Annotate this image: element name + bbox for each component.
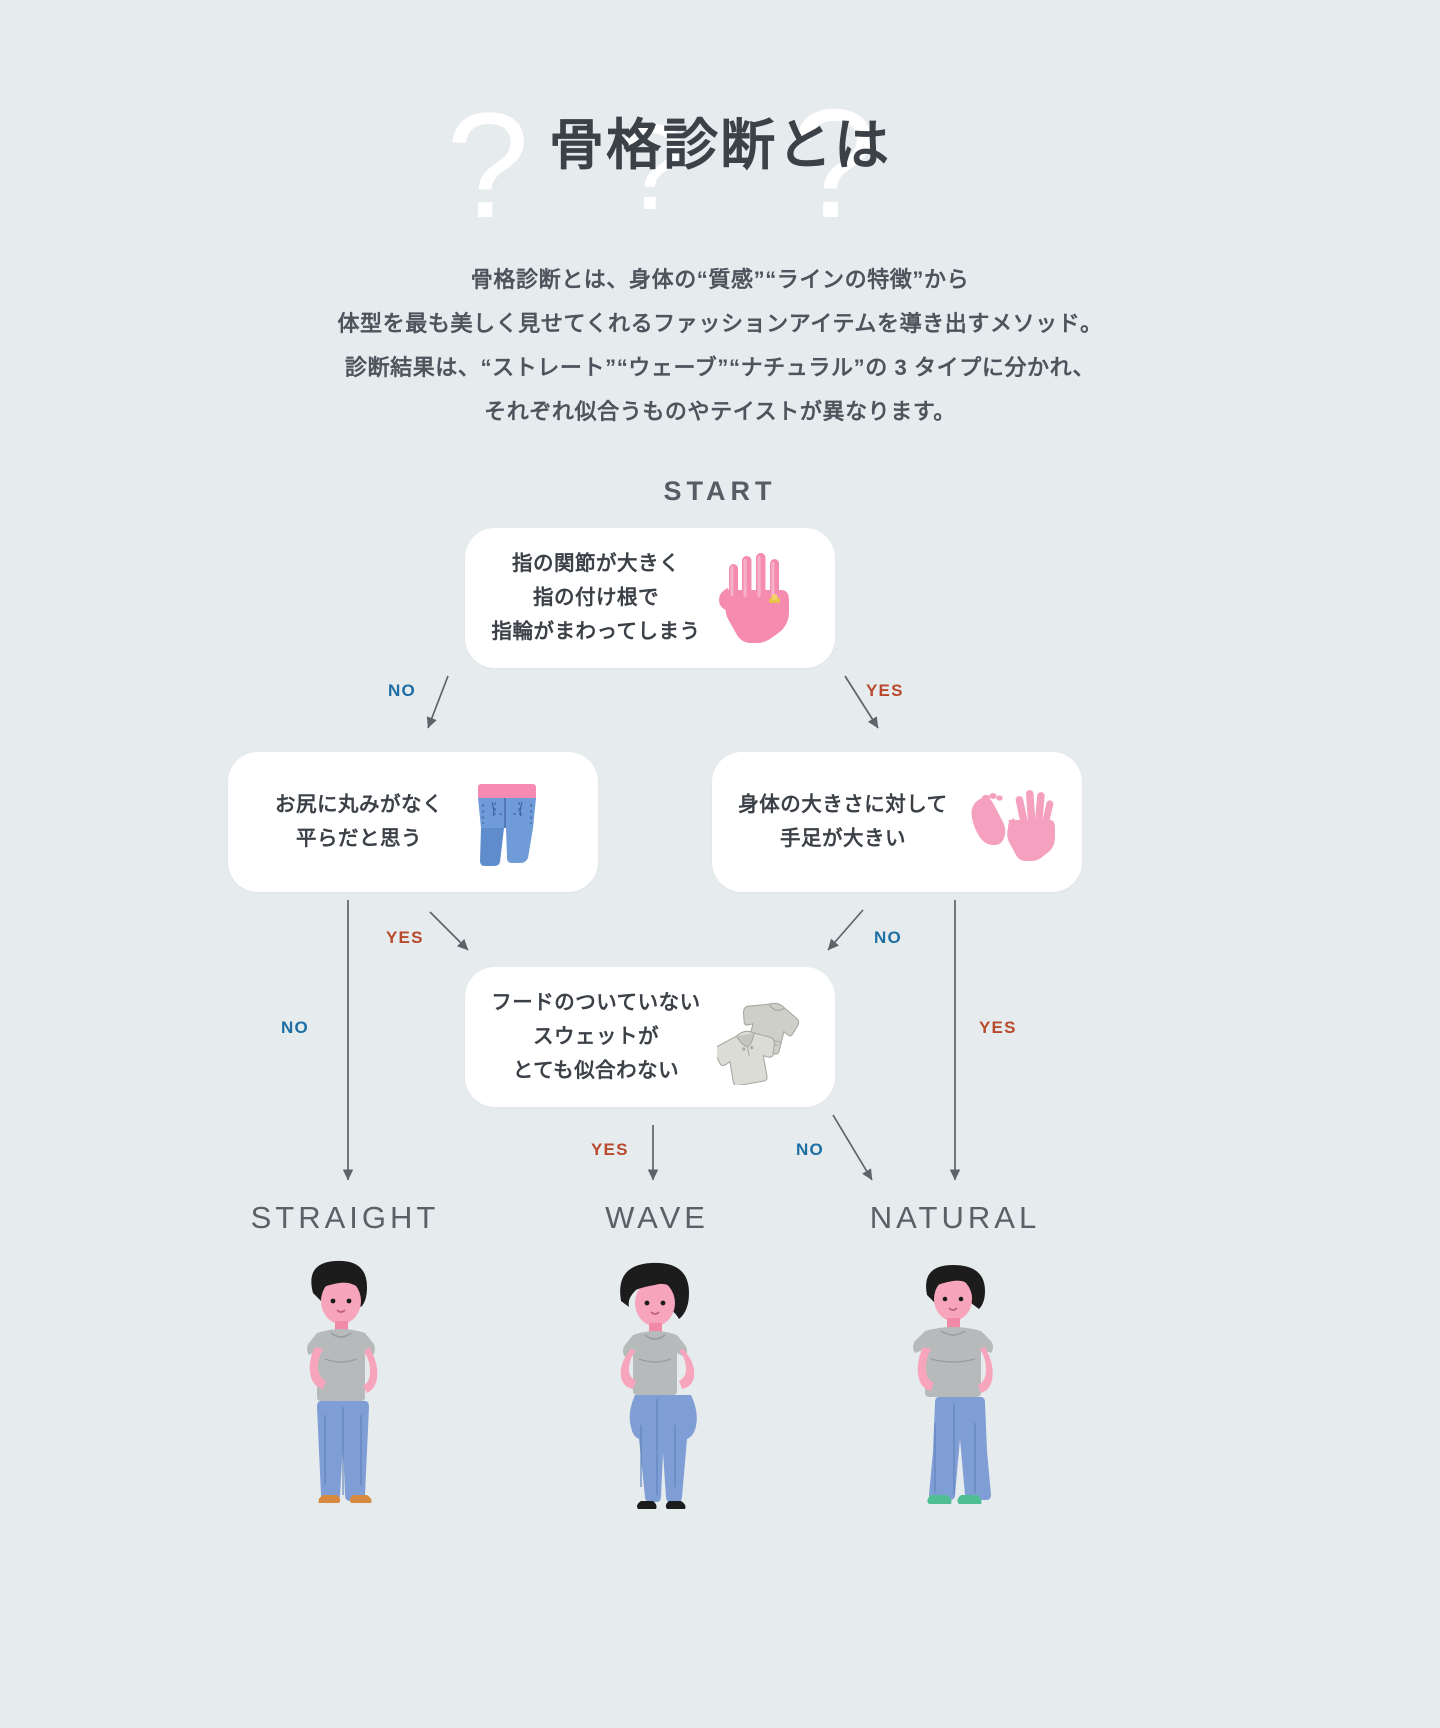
sweatshirt-icon <box>716 1002 799 1085</box>
woman-natural-figure <box>913 1265 993 1504</box>
question-card-text: 身体の大きさに対して 手足が大きい <box>738 793 948 850</box>
lead-line: それぞれ似合うものやテイストが異なります。 <box>484 399 956 424</box>
edge-label-start-no: NO <box>388 681 416 700</box>
edge-label-limb-no: NO <box>874 928 902 947</box>
result-label-natural: NATURAL <box>869 1200 1041 1235</box>
start-label: START <box>663 476 777 506</box>
lead-line: 体型を最も美しく見せてくれるファッションアイテムを導き出すメソッド。 <box>337 311 1103 336</box>
hand-with-ring-icon <box>719 553 790 643</box>
edge-label-limb-yes: YES <box>979 1018 1017 1037</box>
question-card-text: お尻に丸みがなく 平らだと思う <box>275 793 443 850</box>
page-header: ? ? ? 骨格診断とは <box>0 84 1440 241</box>
lead-line: 骨格診断とは、身体の“質感”“ラインの特徴”から <box>470 267 970 292</box>
edge-label-hip-yes: YES <box>386 928 424 947</box>
page-title: 骨格診断とは <box>548 114 891 176</box>
question-card-finger-joints[interactable]: 指の関節が大きく 指の付け根で 指輪がまわってしまう <box>465 528 835 668</box>
question-card-flat-hips[interactable]: お尻に丸みがなく 平らだと思う <box>228 752 598 892</box>
edge-label-hood-yes: YES <box>591 1140 629 1159</box>
lead-line: 診断結果は、“ストレート”“ウェーブ”“ナチュラル”の 3 タイプに分かれ、 <box>344 355 1096 380</box>
question-card-large-hands-feet[interactable]: 身体の大きさに対して 手足が大きい <box>712 752 1082 892</box>
edge-label-start-yes: YES <box>866 681 904 700</box>
question-card-hoodless-sweatshirt[interactable]: フードのついていない スウェットが とても似合わない <box>465 967 835 1107</box>
question-card-text: フードのついていない スウェットが とても似合わない <box>491 991 701 1082</box>
woman-wave-figure <box>620 1262 697 1509</box>
result-label-wave: WAVE <box>605 1200 709 1235</box>
woman-straight-figure <box>307 1260 378 1503</box>
edge-label-hip-no: NO <box>281 1018 309 1037</box>
jeans-icon <box>478 784 536 866</box>
result-label-straight: STRAIGHT <box>250 1200 440 1235</box>
edge-label-hood-no: NO <box>796 1140 824 1159</box>
question-card-text: 指の関節が大きく 指の付け根で 指輪がまわってしまう <box>491 552 701 643</box>
hand-and-foot-icon <box>971 789 1055 861</box>
lead-paragraph: 骨格診断とは、身体の“質感”“ラインの特徴”から 体型を最も美しく見せてくれるフ… <box>0 258 1440 434</box>
